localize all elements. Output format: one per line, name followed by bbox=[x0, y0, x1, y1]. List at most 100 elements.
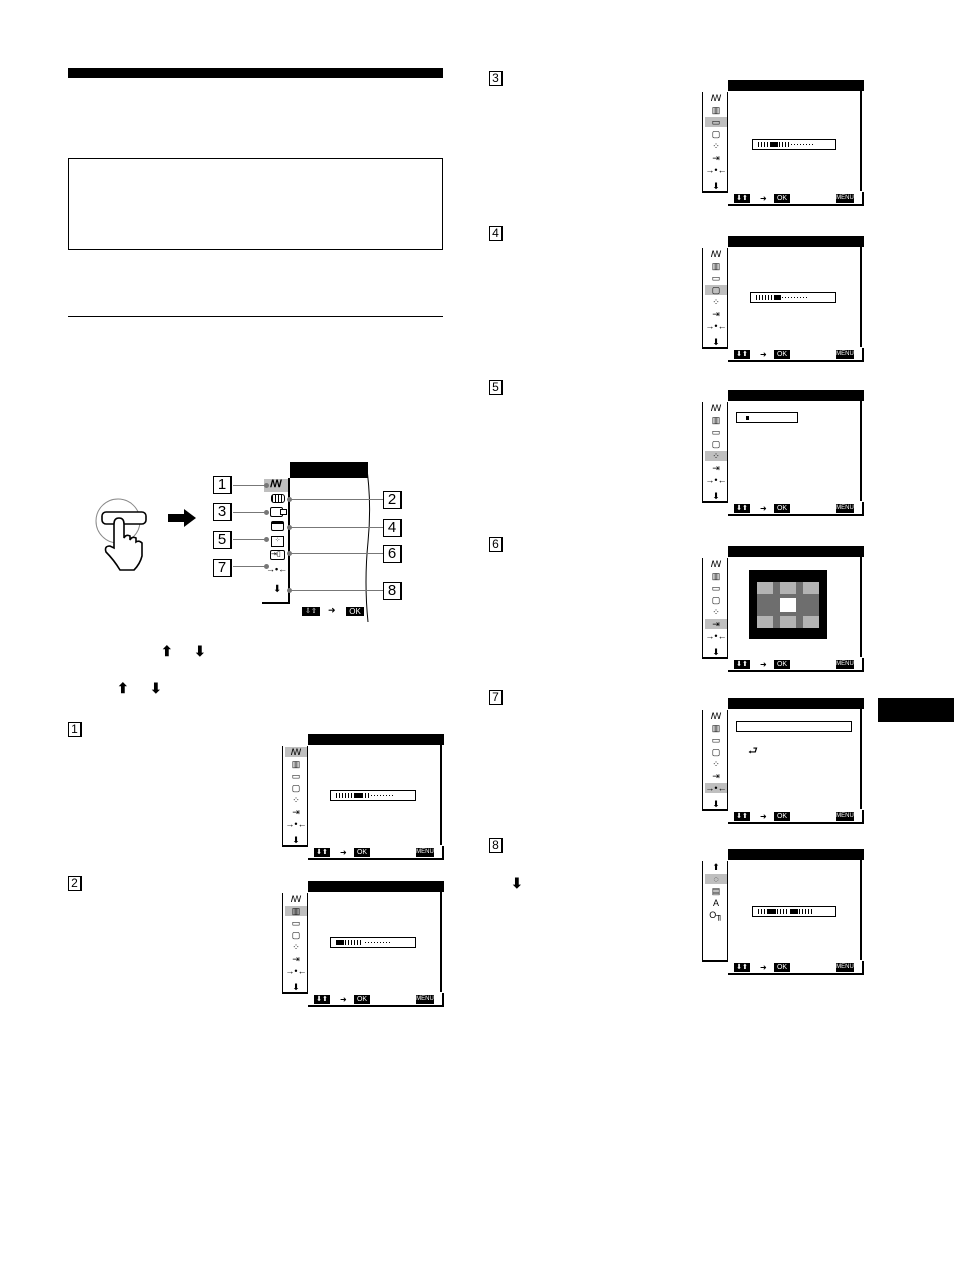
picture-adjust-icon: ꟿ bbox=[264, 479, 288, 492]
convergence-icon: ⁘ bbox=[712, 297, 720, 307]
osd-header bbox=[728, 80, 864, 91]
geometry-icon-small bbox=[280, 509, 287, 515]
osd-screen-step-4: ꟿ ▥ ▭ ▢ ⁘ ⇥ →•← ⬇ ⬇⬆ ➜ OK MENU bbox=[702, 236, 864, 366]
picture-adjust-icon: ꟿ bbox=[710, 403, 722, 413]
color-icon: ▥ bbox=[711, 571, 721, 581]
picture-adjust-icon: ꟿ bbox=[710, 711, 722, 721]
menu-key-icon: MENU bbox=[836, 350, 854, 359]
zoom-selection bbox=[780, 598, 796, 612]
step-label-6: 6 bbox=[489, 537, 503, 552]
note-box bbox=[68, 158, 443, 250]
next-page-icon: ⬇ bbox=[712, 491, 720, 501]
selection-field bbox=[736, 412, 798, 423]
chapter-tab bbox=[878, 698, 954, 722]
control-lock-icon: O╖ bbox=[709, 910, 723, 920]
convergence-icon: ⁘ bbox=[292, 795, 300, 805]
osd-panel bbox=[308, 892, 442, 992]
convergence-icon: ⁘ bbox=[271, 536, 284, 547]
osd-screen-step-5: ꟿ ▥ ▭ ▢ ⁘ ⇥ →•← ⬇ ⬇⬆ ➜ OK MENU bbox=[702, 390, 864, 520]
osd-screen-step-7: ꟿ ▥ ▭ ▢ ⁘ ⇥ →•← ⬇ ⮐ ⬇⬆ ➜ OK MENU bbox=[702, 698, 864, 828]
osd-icon-column: ꟿ ▥ ▭ ▢ ⁘ ⇥ →•← ⬇ bbox=[282, 746, 308, 847]
finger-press-menu-button-icon bbox=[95, 498, 147, 571]
nav-keys-icon: ⬇⬆ bbox=[734, 350, 750, 359]
enter-arrow-icon: ➜ bbox=[760, 963, 767, 972]
size-icon: ▢ bbox=[711, 439, 721, 449]
osd-panel bbox=[728, 860, 862, 960]
adjust-slider bbox=[330, 937, 416, 948]
step-label-4: 4 bbox=[489, 226, 503, 241]
step-label-7: 7 bbox=[489, 690, 503, 705]
color-icon: ▥ bbox=[285, 906, 307, 916]
leader-dot bbox=[287, 497, 292, 502]
nav-keys-icon: ⬇⬆ bbox=[734, 194, 750, 203]
picture-adjust-icon: ꟿ bbox=[710, 93, 722, 103]
geometry-icon: ▭ bbox=[705, 117, 727, 127]
geometry-icon: ▭ bbox=[291, 771, 301, 781]
reset-selection-field bbox=[736, 721, 852, 732]
geometry-icon: ▭ bbox=[291, 918, 301, 928]
reset-icon: →•← bbox=[705, 475, 727, 485]
osd-icon-column: ꟿ ▥ ▭ ▢ ⁘ ⇥ →•← ⬇ bbox=[702, 92, 728, 193]
osd-icon-column: ⬆ ◌ ▤ A O╖ bbox=[702, 861, 728, 962]
osd-footer: ⬇⬆ ➜ OK MENU bbox=[728, 502, 864, 516]
reset-icon: →•← bbox=[705, 631, 727, 641]
zoom-position-icon: ⇥ bbox=[712, 463, 720, 473]
return-icon: ⮐ bbox=[748, 745, 758, 757]
menu-key-icon: MENU bbox=[836, 660, 854, 669]
down-arrow-icon: ⬇ bbox=[150, 680, 162, 696]
leader-dot bbox=[287, 588, 292, 593]
leader-dot bbox=[264, 537, 269, 542]
reset-icon: →•← bbox=[705, 783, 727, 793]
osd-footer: ⬇⬆ ➜ OK MENU bbox=[308, 993, 444, 1007]
picture-adjust-icon: ꟿ bbox=[710, 559, 722, 569]
zoom-position-icon: ⇥ bbox=[712, 771, 720, 781]
ok-key-icon: OK bbox=[354, 848, 370, 857]
section-title-bar bbox=[68, 68, 443, 78]
color-icon bbox=[271, 494, 285, 503]
ok-key-icon: OK bbox=[774, 194, 790, 203]
leader-line bbox=[290, 499, 383, 500]
osd-footer: ⬇⬆ ➜ OK MENU bbox=[308, 846, 444, 860]
color-icon: ▥ bbox=[711, 261, 721, 271]
color-icon: ▥ bbox=[711, 723, 721, 733]
osd-icon-column: ꟿ ▥ ▭ ▢ ⁘ ⇥ →•← ⬇ bbox=[702, 402, 728, 503]
picture-adjust-icon: ꟿ bbox=[710, 249, 722, 259]
osd-header bbox=[290, 462, 368, 478]
convergence-icon: ⁘ bbox=[705, 451, 727, 461]
enter-arrow-icon: ➜ bbox=[760, 350, 767, 359]
callout-5: 5 bbox=[213, 531, 232, 549]
enter-arrow-icon: ➜ bbox=[760, 812, 767, 821]
menu-key-icon: MENU bbox=[836, 194, 854, 203]
reset-icon: →•← bbox=[285, 819, 307, 829]
adjust-slider bbox=[750, 292, 836, 303]
step-label-5: 5 bbox=[489, 380, 503, 395]
osd-footer: ⬇⬆ ➜ OK MENU bbox=[728, 192, 864, 206]
next-page-icon: ⬇ bbox=[292, 835, 300, 845]
nav-keys-icon: ⬇⬆ bbox=[734, 504, 750, 513]
step-label-2: 2 bbox=[68, 876, 82, 891]
leader-line bbox=[233, 485, 265, 486]
osd-panel bbox=[728, 557, 862, 657]
leader-line bbox=[233, 539, 265, 540]
leader-line bbox=[290, 590, 383, 591]
osd-panel bbox=[728, 247, 862, 347]
osd-footer: ⬇⬆ ➜ OK MENU bbox=[728, 810, 864, 824]
leader-line bbox=[290, 527, 383, 528]
osd-header bbox=[728, 390, 864, 401]
osd-panel bbox=[308, 745, 442, 845]
geometry-icon: ▭ bbox=[711, 735, 721, 745]
callout-4: 4 bbox=[383, 519, 402, 537]
picture-adjust-icon: ꟿ bbox=[290, 894, 302, 904]
step-label-1: 1 bbox=[68, 722, 82, 737]
menu-key-icon: MENU bbox=[416, 995, 434, 1004]
size-icon: ▢ bbox=[711, 129, 721, 139]
enter-arrow-icon: ➜ bbox=[340, 995, 347, 1004]
leader-dot bbox=[287, 525, 292, 530]
enter-arrow-icon: ➜ bbox=[760, 504, 767, 513]
nav-keys-icon: ⬇⬆ bbox=[314, 848, 330, 857]
osd-footer: ⇩⇧ ➜ OK bbox=[290, 604, 368, 618]
next-page-arrow-icon: ⬇ bbox=[273, 584, 282, 595]
enter-arrow-icon: ➜ bbox=[328, 605, 336, 615]
convergence-icon: ⁘ bbox=[712, 759, 720, 769]
osd-panel bbox=[728, 401, 862, 501]
